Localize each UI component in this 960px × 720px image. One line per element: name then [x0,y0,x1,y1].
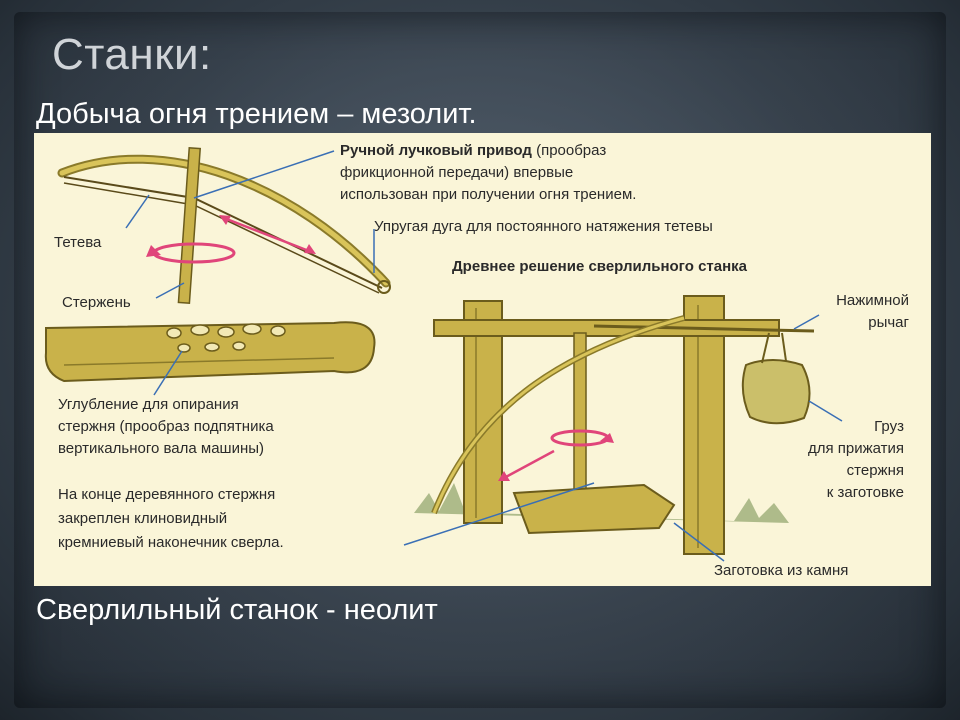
tip-label-line3: кремниевый наконечник сверла. [58,534,284,551]
weight-label-line1: Груз [874,418,904,435]
subtitle-mesolithic: Добыча огня трением – мезолит. [36,98,477,130]
illustration-panel: Ручной лучковый привод (прообраз фрикцио… [34,133,931,586]
fire-board-illustration [44,321,376,396]
recess-label-line1: Углубление для опирания [58,396,239,413]
sterzhen-label: Стержень [62,294,131,311]
lever-label-line1: Нажимной [836,292,909,309]
bow-drive-label-bold: Ручной лучковый привод [340,142,532,159]
slide-title: Станки: [52,30,212,79]
tip-label-line1: На конце деревянного стержня [58,486,276,503]
drilling-machine-illustration [403,295,843,562]
ancient-solution-label: Древнее решение сверлильного станка [452,258,748,275]
tip-label-line2: закреплен клиновидный [58,510,228,527]
weight-label-line4: к заготовке [826,484,904,501]
recess-label-line3: вертикального вала машины) [58,440,265,457]
elastic-arc-label: Упругая дуга для постоянного натяжения т… [374,218,713,235]
bow-drive-label-line2: фрикционной передачи) впервые [340,164,574,181]
lever-label-line2: рычаг [868,314,909,331]
stone-blank-label: Заготовка из камня [714,562,849,579]
bow-drive-label-line1: Ручной лучковый привод (прообраз [340,141,606,161]
bow-drive-illustration [57,147,391,305]
bow-drive-label-line3: использован при получении огня трением. [340,186,637,203]
subtitle-neolithic: Сверлильный станок - неолит [36,594,438,626]
weight-label-line2: для прижатия [807,440,904,457]
bow-drive-label-rest: (прообраз [531,142,607,159]
machines-illustration [44,147,843,562]
weight-label-line3: стержня [846,462,904,479]
recess-label-line2: стержня (прообраз подпятника [58,418,274,435]
teteva-label: Тетева [54,234,102,251]
